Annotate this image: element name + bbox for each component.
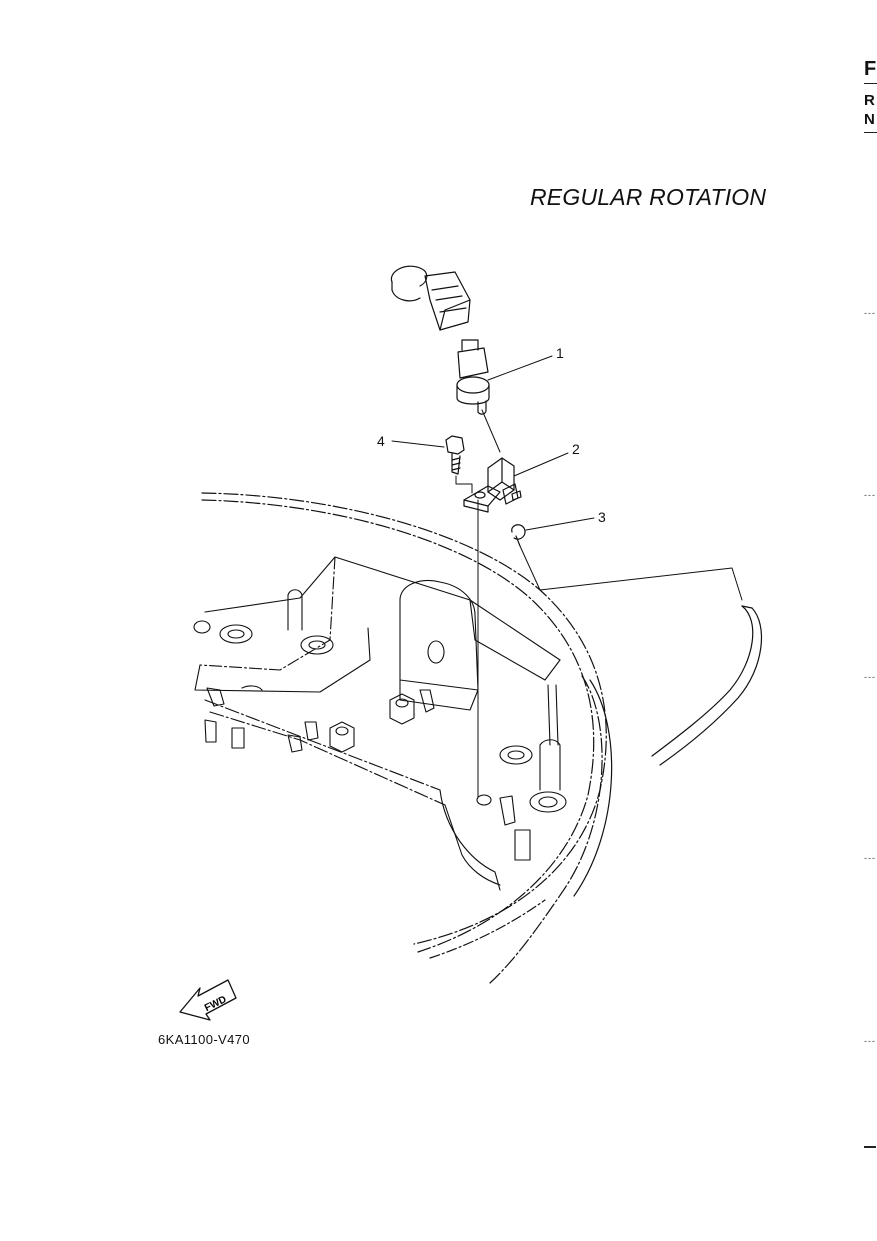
callout-leader-2 (513, 452, 569, 477)
callout-leader-4 (391, 440, 445, 448)
edge-rule (864, 1146, 876, 1148)
callout-leader-3 (525, 517, 595, 531)
edge-dash-mark: --- (864, 672, 876, 682)
fwd-arrow-icon: FWD (179, 979, 237, 1021)
part-4-bolt (445, 435, 465, 475)
edge-dash-mark: --- (864, 853, 876, 863)
part-2-fitting (487, 457, 522, 505)
wire-coupler (390, 265, 471, 331)
assembly-guide-line (481, 409, 501, 453)
callout-number-3: 3 (598, 509, 606, 525)
edge-dash-mark: --- (864, 1036, 876, 1046)
assembly-guide-line (455, 475, 473, 494)
callout-leader-1 (487, 355, 553, 381)
edge-tab-letter-top: F (864, 58, 877, 80)
callout-number-1: 1 (556, 345, 564, 361)
edge-rule (864, 83, 877, 84)
edge-tab-letter-middle: R (864, 92, 875, 109)
mounting-plate (463, 485, 501, 513)
part-1-sensor (456, 339, 490, 415)
callout-number-4: 4 (377, 433, 385, 449)
assembly-guide-line (519, 545, 743, 601)
drawing-code: 6KA1100-V470 (158, 1032, 251, 1047)
callout-number-2: 2 (572, 441, 580, 457)
edge-dash-mark: --- (864, 308, 876, 318)
edge-tab-letter-bottom: N (864, 111, 875, 128)
part-3-clip (511, 524, 526, 547)
engine-bracket (193, 556, 567, 891)
hose (651, 605, 763, 766)
edge-rule (864, 132, 877, 133)
edge-dash-mark: --- (864, 490, 876, 500)
cowling-outline (201, 492, 613, 984)
page-title: REGULAR ROTATION (530, 184, 767, 210)
